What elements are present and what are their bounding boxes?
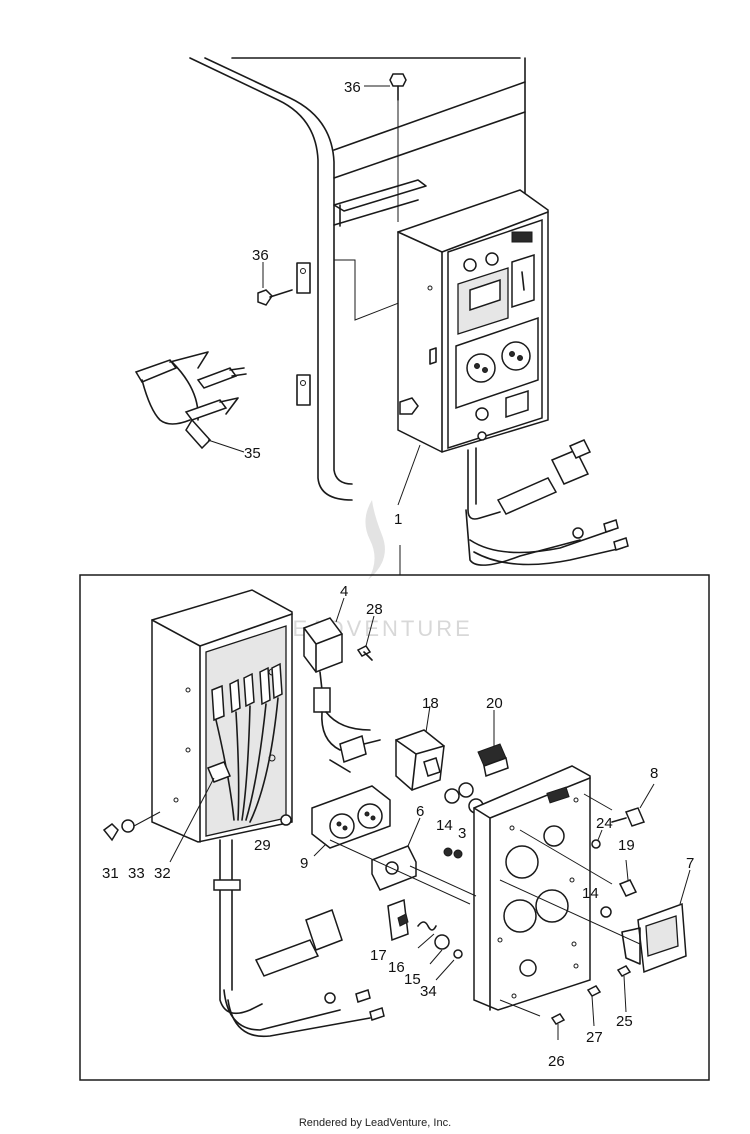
callout-25: 25 [616, 1013, 633, 1030]
callout-16: 16 [388, 959, 405, 976]
washer-b [458, 782, 474, 798]
meter-7 [621, 869, 691, 974]
nut-14-right [600, 906, 612, 918]
receptacle-9 [311, 785, 391, 857]
callout-4: 4 [340, 583, 348, 600]
callout-14-left: 14 [436, 817, 453, 834]
callout-36-side: 36 [252, 247, 269, 264]
washer-a [444, 788, 460, 804]
callout-15: 15 [404, 971, 421, 988]
nut-3 [453, 849, 463, 859]
relay-4 [303, 597, 381, 773]
callout-32: 32 [154, 865, 171, 882]
nut-33 [121, 819, 135, 833]
callout-31: 31 [102, 865, 119, 882]
callout-3: 3 [458, 825, 466, 842]
wiring-harness-exploded [213, 839, 385, 1038]
screw-25 [616, 965, 632, 977]
circuit-breaker-18 [395, 705, 445, 791]
faceplate [473, 765, 591, 1011]
bolt-36-top [364, 73, 407, 222]
knob-15 [434, 934, 450, 950]
control-box-housing [151, 589, 293, 843]
callout-28: 28 [366, 601, 383, 618]
callout-34: 34 [420, 983, 437, 1000]
control-panel-assembled [397, 189, 549, 453]
callout-19: 19 [618, 837, 635, 854]
wiring-harness-top [397, 439, 629, 566]
callout-6: 6 [416, 803, 424, 820]
spring-16 [417, 921, 437, 931]
indicator-lamp-8 [583, 783, 655, 827]
switch-20 [477, 710, 509, 778]
callout-labels: 36 36 35 1 4 28 18 20 8 24 19 7 6 14 3 1… [102, 79, 694, 1070]
generator-frame [189, 57, 526, 501]
callout-1: 1 [394, 511, 402, 528]
callout-9: 9 [300, 855, 308, 872]
screw-28 [356, 615, 375, 661]
screw-26 [550, 1013, 566, 1040]
nut-14-left [443, 847, 453, 857]
switch-17 [387, 898, 409, 942]
callout-17: 17 [370, 947, 387, 964]
callout-35: 35 [244, 445, 261, 462]
callout-29: 29 [254, 837, 271, 854]
wing-nut-31 [102, 823, 119, 842]
callout-33: 33 [128, 865, 145, 882]
washer-29 [280, 814, 292, 826]
knob-19 [618, 859, 638, 897]
watermark: LEADVENTURE [277, 500, 470, 641]
screw-24 [591, 829, 603, 849]
battery-cable-35 [134, 351, 247, 453]
bolt-36-side [257, 262, 293, 306]
footer-credit: Rendered by LeadVenture, Inc. [299, 1117, 451, 1129]
callout-8: 8 [650, 765, 658, 782]
callout-7: 7 [686, 855, 694, 872]
screw-27 [586, 985, 602, 997]
callout-27: 27 [586, 1029, 603, 1046]
callout-14-right: 14 [582, 885, 599, 902]
callout-20: 20 [486, 695, 503, 712]
callout-26: 26 [548, 1053, 565, 1070]
callout-36-top: 36 [344, 79, 361, 96]
exploded-view-frame [79, 574, 710, 1081]
callout-24: 24 [596, 815, 613, 832]
callout-18: 18 [422, 695, 439, 712]
outlet-6 [371, 817, 421, 891]
screw-34 [453, 949, 463, 959]
